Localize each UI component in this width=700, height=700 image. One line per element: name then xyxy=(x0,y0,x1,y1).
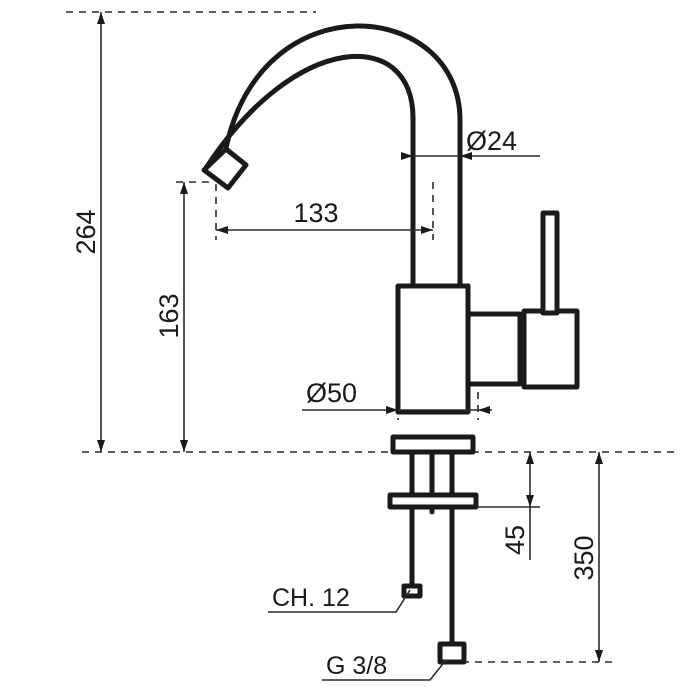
arrow-head xyxy=(401,152,413,160)
dim-reach-label: 133 xyxy=(293,198,338,228)
arrow-head xyxy=(460,152,472,160)
thread-fitting-g38 xyxy=(437,641,467,665)
arrow-head xyxy=(386,406,398,414)
hose-end-fitting-left xyxy=(401,583,423,599)
leader-wrench-size xyxy=(268,589,411,613)
arrow-head xyxy=(97,440,105,452)
arrow-head xyxy=(180,182,188,194)
wrench-size-label: CH. 12 xyxy=(272,584,350,612)
dim-flange-offset-label: 45 xyxy=(500,525,530,555)
arrow-head xyxy=(595,650,603,662)
dim-spout-height-label: 163 xyxy=(154,293,184,338)
lever-handle xyxy=(540,210,560,316)
dim-base-diameter-label: Ø50 xyxy=(306,378,357,408)
arrow-head xyxy=(478,406,490,414)
arrow-head xyxy=(97,12,105,24)
arrow-head xyxy=(526,495,534,507)
dim-total-height-label: 264 xyxy=(71,209,101,254)
spout-inner-curve xyxy=(203,53,416,291)
thread-label: G 3/8 xyxy=(326,652,387,680)
spout-outer-curve xyxy=(223,23,463,291)
arrow-head xyxy=(526,452,534,464)
cartridge-connector xyxy=(465,283,523,387)
cartridge-housing xyxy=(521,308,580,390)
dim-spout-diameter-label: Ø24 xyxy=(466,126,517,156)
aerator-nozzle xyxy=(201,146,249,191)
arrow-head xyxy=(595,452,603,464)
arrow-head xyxy=(216,226,228,234)
arrow-head xyxy=(421,226,433,234)
leader-thread xyxy=(322,659,447,681)
dim-hose-length-label: 350 xyxy=(569,535,599,580)
mixer-body xyxy=(395,283,471,415)
arrow-head xyxy=(180,440,188,452)
